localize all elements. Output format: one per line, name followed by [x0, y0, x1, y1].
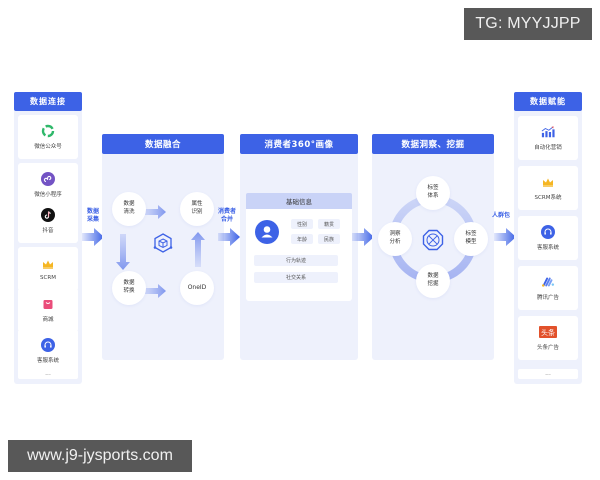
flow-label-collect: 数据 采集: [86, 208, 99, 223]
arrow-right-icon: [494, 228, 516, 246]
basic-info-title: 基础信息: [246, 193, 352, 209]
data-fusion-title: 数据融合: [102, 134, 224, 154]
output-card-customer-service[interactable]: 客服系统: [518, 216, 578, 260]
headset-icon: [541, 225, 555, 239]
more-outputs[interactable]: ...: [518, 369, 578, 379]
source-card-scrm[interactable]: SCRM: [18, 247, 78, 291]
output-card-toutiao-ads[interactable]: 头条 头条广告: [518, 316, 578, 360]
source-label: 商城: [42, 317, 54, 323]
data-insight-title: 数据洞察、挖掘: [372, 134, 494, 154]
node-data-clean: 数据 清洗: [112, 192, 146, 226]
source-label: SCRM: [40, 275, 56, 281]
source-label: 微信公众号: [34, 144, 62, 150]
node-data-mining: 数据 挖掘: [416, 264, 450, 298]
source-label: 微信小程序: [34, 192, 62, 198]
node-oneid: OneID: [180, 271, 214, 305]
watermark-bottom: www.j9-jysports.com: [8, 440, 192, 472]
cube-network-icon: [153, 233, 173, 253]
output-label: 自动化营销: [534, 145, 562, 151]
source-card-customer-service[interactable]: 客服系统: [18, 329, 78, 373]
data-connect-title: 数据连接: [14, 92, 82, 111]
arrow-right-icon: [82, 228, 104, 246]
consumer-profile-title: 消费者360°画像: [240, 134, 358, 154]
source-card-mall[interactable]: 商城: [18, 288, 78, 332]
output-card-tencent-ads[interactable]: 腾讯广告: [518, 266, 578, 310]
source-label: 客服系统: [36, 358, 59, 364]
output-label: 头条广告: [536, 345, 559, 351]
social-relation-bar: 社交关系: [254, 272, 338, 283]
toutiao-ads-icon: 头条: [539, 325, 557, 339]
douyin-icon: [41, 208, 55, 222]
user-avatar-icon: [255, 220, 279, 244]
output-card-auto-marketing[interactable]: 自动化营销: [518, 116, 578, 160]
data-flow-diagram: 数据连接 微信公众号 微信小程序 抖音 SCRM 商城 客服系统: [0, 88, 600, 388]
arrow-right-icon: [218, 228, 240, 246]
tag-age: 年龄: [291, 234, 313, 244]
watermark-top: TG: MYYJJPP: [464, 8, 592, 40]
source-card-douyin[interactable]: 抖音: [18, 199, 78, 243]
basic-info-card: 基础信息 性别 籍贯 年龄 民族 行为轨迹 社交关系: [246, 193, 352, 301]
source-label: 抖音: [42, 228, 54, 234]
wechat-mini-program-icon: [41, 172, 55, 186]
shopping-bag-icon: [41, 297, 55, 311]
more-sources[interactable]: ...: [18, 369, 78, 379]
output-card-scrm[interactable]: SCRM系统: [518, 166, 578, 210]
flow-label-crowd: 人群包: [491, 212, 510, 219]
output-label: 客服系统: [536, 245, 559, 251]
svg-text:头条: 头条: [541, 328, 555, 337]
mining-octagon-icon: [422, 229, 444, 251]
crown-icon: [41, 257, 55, 271]
crown-icon: [541, 175, 555, 189]
tencent-ads-icon: [541, 275, 555, 289]
tag-ethnicity: 民族: [318, 234, 340, 244]
flow-label-merge: 消费者 合并: [217, 208, 236, 223]
node-tag-system: 标签 体系: [416, 176, 450, 210]
wechat-official-account-icon: [41, 124, 55, 138]
headset-icon: [41, 338, 55, 352]
node-attribute-identify: 属性 识别: [180, 192, 214, 226]
behavior-track-bar: 行为轨迹: [254, 255, 338, 266]
tag-gender: 性别: [291, 219, 313, 229]
node-data-transform: 数据 转换: [112, 271, 146, 305]
tag-hometown: 籍贯: [318, 219, 340, 229]
output-label: 腾讯广告: [536, 295, 559, 301]
node-insight-analysis: 洞察 分析: [378, 222, 412, 256]
arrow-right-icon: [352, 228, 374, 246]
growth-chart-icon: [541, 125, 555, 139]
fusion-flow-arrows: [116, 205, 205, 298]
output-label: SCRM系统: [534, 195, 562, 201]
data-empower-title: 数据赋能: [514, 92, 582, 111]
source-card-wechat-oa[interactable]: 微信公众号: [18, 115, 78, 159]
node-tag-model: 标签 模型: [454, 222, 488, 256]
